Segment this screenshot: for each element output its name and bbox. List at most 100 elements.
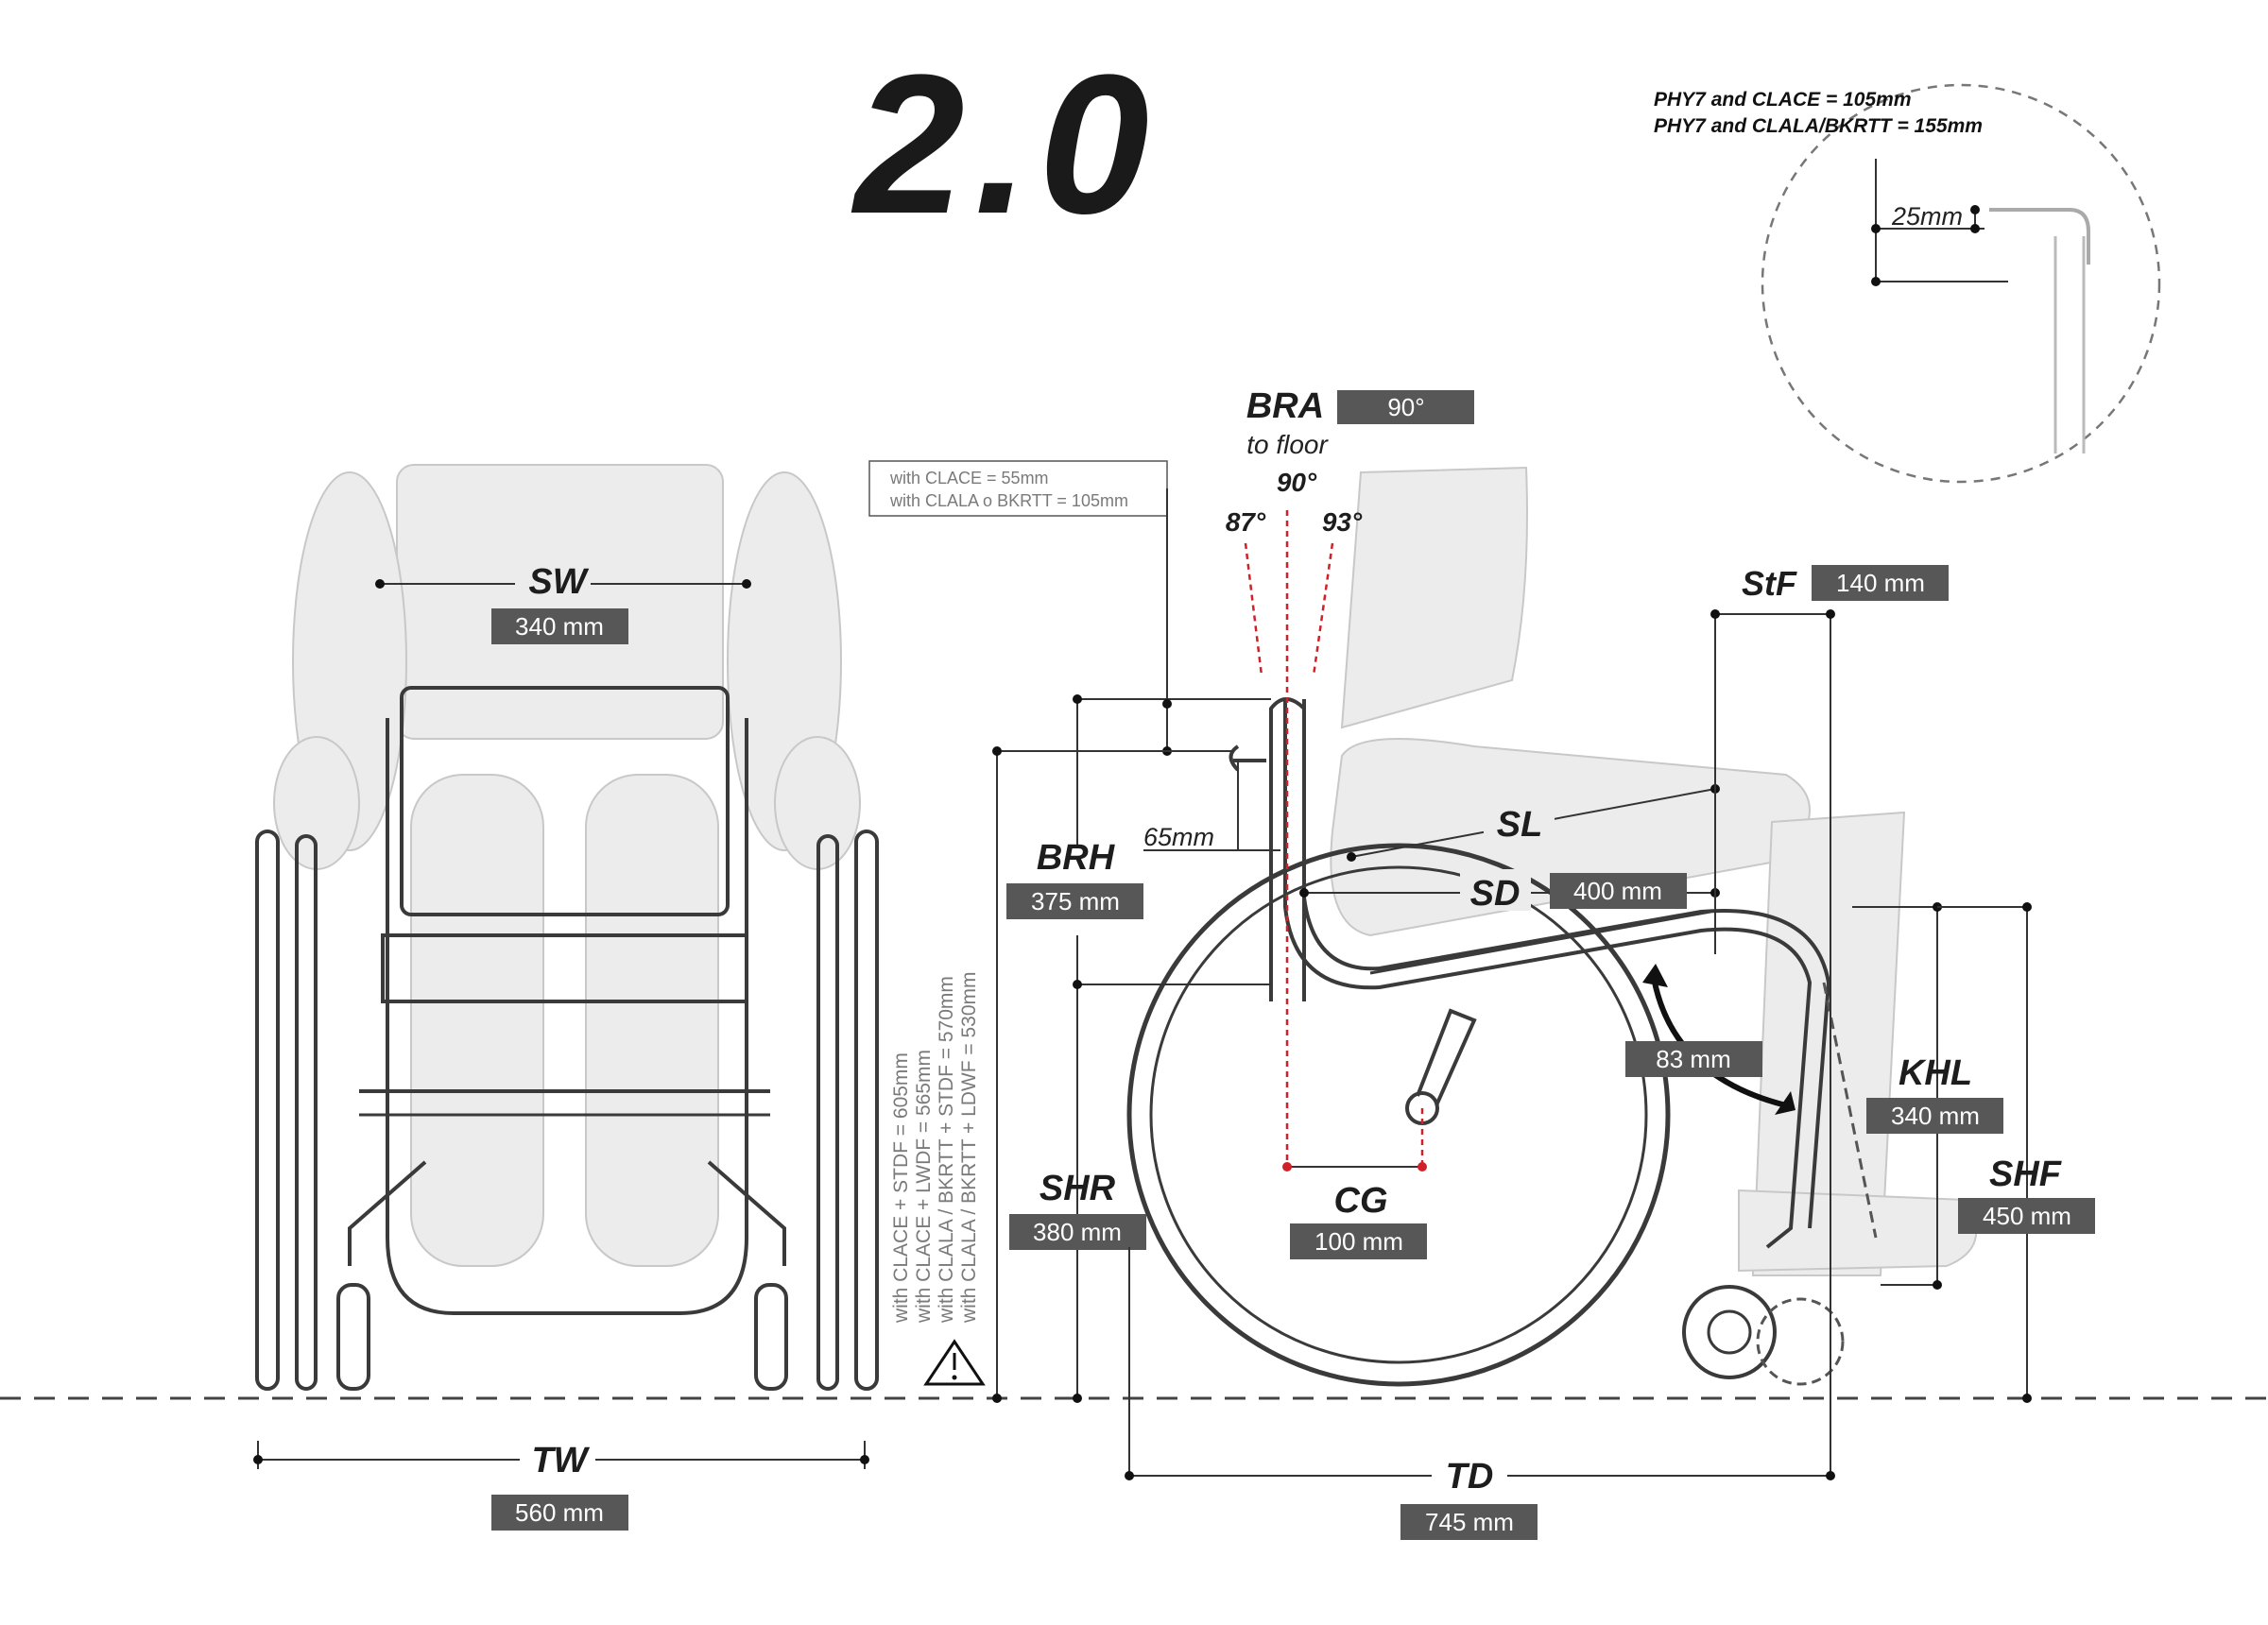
sl-dot-left: [1347, 852, 1356, 862]
cg-dot-right: [1418, 1162, 1427, 1172]
callout-handle: [1989, 208, 2090, 265]
sw-label-bg: [515, 561, 591, 599]
vnote-1: with CLACE + STDF = 605mm: [890, 1052, 912, 1324]
brh-dot-top: [1073, 694, 1082, 704]
vnote-4: with CLALA / BKRTT + LDWF = 530mm: [958, 971, 980, 1324]
callout-line-1: PHY7 and CLACE = 105mm: [1654, 89, 1912, 111]
tw-value: 560 mm: [515, 1498, 604, 1527]
side-backrest-body: [1340, 466, 1528, 729]
sw-badge: [491, 608, 628, 644]
detail-callout: PHY7 and CLACE = 105mm PHY7 and CLALA/BK…: [1654, 83, 2161, 484]
note-box: [868, 460, 1168, 517]
td-value: 745 mm: [1425, 1508, 1514, 1536]
shf-value: 450 mm: [1983, 1202, 2071, 1230]
callout-dot-a: [1871, 224, 1881, 233]
callout-dot-d: [1970, 224, 1980, 233]
front-leg-right: [585, 774, 719, 1267]
td-dot-right: [1826, 1471, 1835, 1480]
tw-label-bg: [520, 1434, 595, 1476]
shf-badge: [1958, 1198, 2095, 1234]
armrest-stub: [1228, 744, 1266, 772]
seat-height-dot-top: [992, 746, 1002, 756]
arm-65-value: 65mm: [1143, 823, 1214, 851]
cg-badge: [1290, 1223, 1427, 1259]
front-torso: [396, 464, 724, 740]
model-title: 2.0: [850, 33, 1159, 255]
front-rear-wheel-left: [255, 830, 280, 1391]
bra-badge: [1337, 390, 1474, 424]
side-view: [1126, 466, 1978, 1387]
front-footrest-left: [348, 1160, 427, 1266]
cam-arrow-head-top: [1642, 964, 1668, 987]
vnote-3: with CLALA / BKRTT + STDF = 570mm: [936, 976, 957, 1324]
callout-post: [2053, 236, 2086, 453]
seat-tube: [1369, 910, 1711, 975]
bra-label: BRA: [1246, 386, 1324, 426]
shf-dot-bottom: [2022, 1394, 2032, 1403]
sd-label: SD: [1470, 874, 1521, 914]
arm-dot-a: [1162, 699, 1172, 709]
cg-value: 100 mm: [1314, 1227, 1403, 1256]
td-dot-left: [1125, 1471, 1134, 1480]
front-rear-wheel-right: [854, 830, 879, 1391]
bra-angle-87: 87°: [1226, 507, 1266, 537]
cg-dot-left: [1282, 1162, 1292, 1172]
rear-wheel-inner: [1149, 865, 1648, 1364]
brh-badge: [1006, 883, 1143, 919]
callout-dot-b: [1871, 277, 1881, 286]
bra-angle-90: 90°: [1277, 468, 1317, 497]
front-caster-right: [754, 1283, 788, 1391]
callout-dot-c: [1970, 205, 1980, 214]
khl-badge: [1866, 1098, 2003, 1134]
khl-label: KHL: [1899, 1053, 1972, 1093]
sw-label: SW: [528, 562, 589, 602]
shr-badge: [1009, 1214, 1146, 1250]
tw-badge: [491, 1495, 628, 1531]
front-caster-ghost: [1756, 1297, 1845, 1386]
front-caster: [1682, 1285, 1777, 1379]
side-main-frame: [1283, 699, 1813, 1249]
cam-badge: [1625, 1041, 1762, 1077]
callout-circle: [1761, 83, 2161, 484]
shr-value: 380 mm: [1033, 1218, 1122, 1246]
sd-badge: [1550, 873, 1687, 909]
sw-dim-end-right: [742, 579, 751, 589]
side-foot-body: [1738, 1189, 1978, 1273]
sw-value: 340 mm: [515, 612, 604, 641]
note-line-2: with CLALA o BKRTT = 105mm: [889, 491, 1128, 510]
seat-height-dot-bottom: [992, 1394, 1002, 1403]
brh-dot-bottom: [1073, 1394, 1082, 1403]
vnote-2: with CLACE + LWDF = 565mm: [913, 1050, 935, 1324]
bra-sub: to floor: [1246, 430, 1329, 459]
stf-label: StF: [1742, 564, 1797, 603]
front-footrest-right: [707, 1160, 786, 1266]
cg-label: CG: [1334, 1181, 1388, 1221]
shf-dot-top: [2022, 902, 2032, 912]
rear-wheel: [1126, 843, 1671, 1387]
front-caster-left: [336, 1283, 370, 1391]
sd-dot-left: [1299, 888, 1309, 898]
front-handrim-right: [816, 834, 839, 1391]
stf-value: 140 mm: [1836, 569, 1925, 597]
td-badge: [1400, 1504, 1538, 1540]
front-caster-hub: [1707, 1309, 1752, 1355]
side-thigh-body: [1330, 738, 1811, 937]
callout-offset: 25mm: [1891, 202, 1963, 231]
bra-angle-93: 93°: [1322, 507, 1363, 537]
brh-label: BRH: [1037, 838, 1116, 878]
callout-line-2: PHY7 and CLALA/BKRTT = 155mm: [1654, 115, 1983, 137]
shr-label: SHR: [1040, 1169, 1116, 1208]
warning-triangle-icon: [923, 1339, 986, 1386]
footrest-hanger-ghost: [1822, 982, 1878, 1239]
brh-value: 375 mm: [1031, 887, 1120, 915]
axis-93: [1312, 542, 1334, 676]
axis-87: [1244, 542, 1263, 676]
khl-value: 340 mm: [1891, 1102, 1980, 1130]
stf-dot-right: [1826, 609, 1835, 619]
sw-dim-end-left: [375, 579, 385, 589]
cam-arrow-head-bottom: [1775, 1091, 1796, 1115]
cam-value: 83 mm: [1656, 1045, 1730, 1073]
brh-dot-mid: [1073, 980, 1082, 989]
axle-arm: [1416, 1008, 1477, 1106]
